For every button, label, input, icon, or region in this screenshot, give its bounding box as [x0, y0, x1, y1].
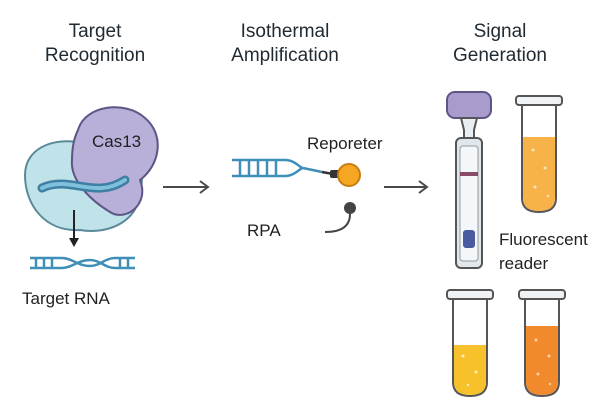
reporter-label: Reporeter: [307, 134, 383, 153]
heading-line: Isothermal: [240, 21, 330, 42]
tube-light-orange: [515, 95, 563, 214]
cas13-label: Cas13: [92, 132, 142, 151]
heading-line: Signal: [473, 21, 527, 42]
heading-target-recognition: Target Recognition: [20, 20, 170, 68]
fluorescent-reader-label: Fluorescent reader: [499, 228, 588, 276]
bound-rna-strand-highlight: [40, 178, 127, 191]
heading-isothermal-amplification: Isothermal Amplification: [200, 20, 370, 68]
arrow-right-2: [384, 180, 429, 194]
heading-line: Amplification: [231, 45, 339, 66]
target-rna-label: Target RNA: [22, 289, 110, 308]
target-rna-icon: [30, 256, 135, 270]
amplified-rna-ladder: [232, 158, 323, 178]
heading-signal-generation: Signal Generation: [415, 20, 585, 68]
tube-dark-orange: [518, 289, 566, 398]
reader-line: reader: [499, 254, 549, 273]
tube-yellow: [446, 289, 494, 398]
cas13-complex: [23, 106, 159, 232]
reporter-molecule: [321, 163, 361, 187]
rpa-primer: [324, 202, 356, 233]
heading-line: Generation: [452, 45, 547, 66]
fluorescent-line: Fluorescent: [499, 230, 588, 249]
arrow-right-1: [163, 180, 210, 194]
down-arrow: [69, 210, 79, 247]
heading-line: Recognition: [44, 45, 146, 66]
heading-line: Target: [68, 21, 122, 42]
lateral-flow-strip: [446, 91, 492, 269]
rpa-label: RPA: [247, 221, 281, 240]
